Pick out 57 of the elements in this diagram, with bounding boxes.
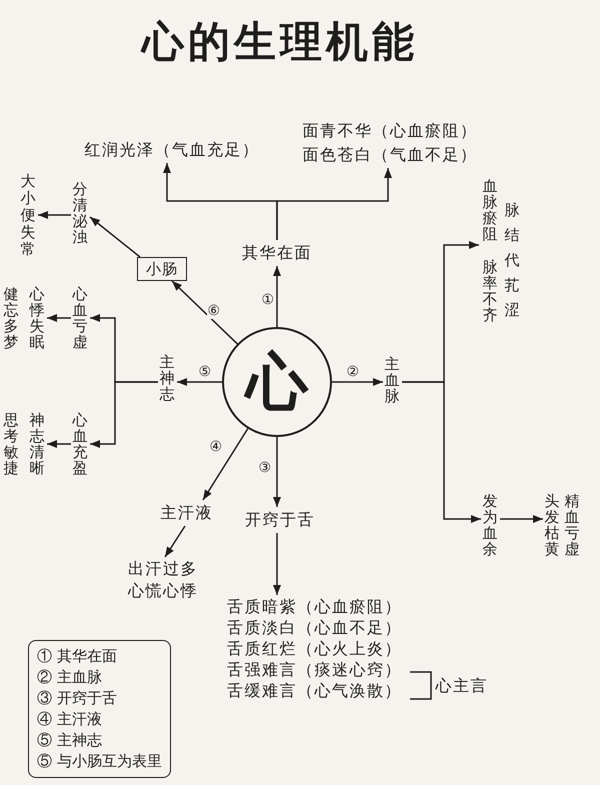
cause-text: 心血亏虚 [70, 284, 90, 352]
key-entry: ① 其华在面 [37, 646, 118, 667]
sign-text: 舌质红烂（心火上炎） [227, 638, 402, 658]
note-text: 心主言 [436, 675, 488, 697]
arrow [276, 168, 392, 240]
arrow [402, 381, 481, 523]
sign-text: 出汗过多 [128, 558, 198, 580]
arrow [273, 533, 281, 595]
arrow [90, 216, 140, 258]
arrow [171, 280, 238, 344]
sign-text: 精血亏虚 [564, 493, 580, 557]
arrow [164, 526, 186, 558]
key-entry: ④ 主汗液 [37, 709, 103, 730]
arrow [90, 381, 158, 448]
key-entry: ⑤ 主神志 [37, 730, 103, 751]
cause-text: 发为血余 [480, 491, 500, 559]
sign-text: 神志清晰 [30, 412, 44, 476]
arrow [332, 378, 383, 386]
cause-text: 心血充盈 [70, 410, 90, 478]
function-text: 分清泌浊 [70, 179, 90, 247]
function-label: 其华在面 [240, 240, 314, 266]
arrow [38, 211, 71, 219]
arrow [500, 515, 543, 523]
key-entry: ③ 开窍于舌 [37, 688, 118, 709]
sign-text: 面青不华（心血瘀阻） [302, 120, 478, 142]
function-label: 主血脉 [382, 354, 402, 406]
sign-text: 红润光泽（气血充足） [82, 137, 262, 163]
sign-text: 舌质暗紫（心血瘀阻） [227, 596, 402, 616]
sign-text: 思考敏捷 [4, 412, 18, 476]
function-label: 开窍于舌 [243, 507, 317, 533]
sign-text: 大小便失常 [18, 170, 38, 260]
key-entry: ⑤ 与小肠互为表里 [37, 751, 162, 772]
sign-text: 健忘多梦 [4, 286, 18, 350]
arrow [202, 428, 248, 500]
arrow [273, 437, 281, 507]
sign-text: 舌质淡白（心血不足） [227, 616, 402, 638]
edge-label: ⑥ [206, 303, 222, 319]
sign-text: 面色苍白（气血不足） [302, 144, 478, 166]
center-circle: 心 [222, 327, 332, 437]
function-label: 主神志 [158, 352, 176, 404]
sign-text: 血脉瘀阻 [482, 178, 498, 242]
arrow [47, 314, 71, 322]
function-label: 主汗液 [158, 500, 215, 526]
sign-text: 心慌心悸 [128, 580, 198, 602]
arrow [47, 440, 71, 448]
sign-text: 头发枯黄 [544, 493, 560, 557]
title: 心的生理机能 [142, 17, 418, 67]
key-entry: ② 主血脉 [37, 667, 103, 688]
sign-text: 脉率不齐 [482, 259, 498, 323]
sign-text: 脉结代芤涩 [504, 200, 520, 320]
key-box [28, 640, 171, 778]
arrow [273, 266, 281, 327]
organ-box: 小肠 [137, 257, 187, 281]
sign-text: 心悸失眠 [30, 286, 44, 350]
sign-text: 舌强难言（痰迷心窍） [227, 658, 402, 680]
arrow [177, 378, 222, 386]
sign-text: 舌缓难言（心气涣散） [227, 680, 402, 700]
